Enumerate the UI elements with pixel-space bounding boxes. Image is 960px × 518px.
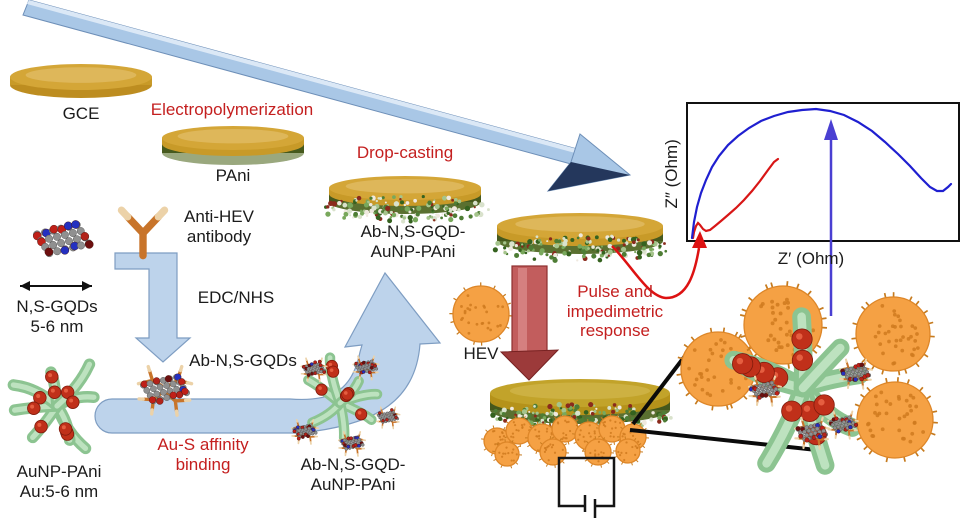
nyquist-y-axis-label: Z″ (Ohm) [662, 139, 682, 209]
antibody-icon [827, 425, 842, 439]
hev-label: HEV [463, 344, 499, 363]
sensor-disc [492, 213, 668, 263]
antibody-label: Anti-HEV antibody [184, 207, 254, 246]
antibody-icon [338, 444, 352, 457]
antibody-icon [305, 419, 320, 431]
antibody-icon [813, 416, 831, 431]
pani-disc [162, 126, 304, 165]
drop-casting-label: Drop-casting [356, 143, 454, 162]
hev-virion [449, 282, 513, 346]
antibody-icon [291, 432, 305, 445]
nyquist-blue-curve [690, 107, 953, 240]
zoomed-hev-complex [676, 281, 938, 475]
gce-label: GCE [62, 104, 100, 123]
nyquist-red-curve [691, 157, 780, 240]
gce-disc [10, 64, 152, 98]
aunp-pani-cluster [7, 358, 100, 455]
antibody-icon [844, 410, 859, 424]
antibody-icon [812, 434, 829, 450]
antibody-icon [352, 444, 366, 457]
antibody-icon [165, 392, 192, 417]
bioconjugate-label: Ab-N,S-GQD- AuNP-PAni [300, 455, 406, 494]
electropolymerization-label: Electropolymerization [150, 100, 314, 119]
antibody-icon [137, 391, 163, 416]
antibody-icon [136, 364, 164, 388]
antibody-icon [352, 431, 367, 443]
gqd-label: N,S-GQDs 5-6 nm [16, 297, 98, 336]
antibody-icon [352, 368, 366, 380]
antibody-icon [827, 410, 842, 424]
antibody-icon [856, 375, 872, 390]
antibody-icon [314, 357, 328, 369]
gqd-sheet [33, 220, 94, 258]
magnifier-lines [629, 350, 827, 453]
antibody-icon [366, 368, 379, 381]
antibody-icon [766, 375, 782, 389]
captured-hev-cluster [481, 413, 649, 469]
antibody-icon [166, 364, 194, 388]
antibody-icon [290, 419, 305, 431]
nyquist-plot-canvas [690, 107, 953, 240]
ab-gqd-label: Ab-N,S-GQDs [189, 351, 297, 370]
gqd-modified-disc [324, 176, 490, 224]
antibody-icon [843, 426, 858, 440]
antibody-icon [839, 374, 855, 390]
aunp-pani-label: AuNP-PAni Au:5-6 nm [16, 462, 102, 501]
size-arrow [20, 281, 92, 291]
antibody-icon [375, 406, 388, 417]
edc-nhs-arrow [114, 252, 192, 363]
antibody-icon [839, 358, 855, 372]
ab-gqd-complex [136, 364, 194, 417]
antibody-icon [352, 355, 366, 367]
antibody-icon [305, 432, 319, 445]
nyquist-x-axis-label: Z′ (Ohm) [777, 249, 845, 268]
pulse-response-label: Pulse and impedimetric response [566, 282, 664, 341]
antibody-icon [857, 358, 873, 372]
antibody-icon [748, 375, 764, 389]
edc-nhs-label: EDC/NHS [197, 288, 275, 307]
detection-disc [490, 379, 673, 430]
modified-electrode-label: Ab-N,S-GQD- AuNP-PAni [360, 222, 466, 261]
antibody-icon [388, 418, 400, 430]
antibody-icon [337, 431, 352, 443]
antibody-icon [793, 416, 811, 431]
antibody-icon [314, 370, 327, 383]
anti-hev-antibody-icon [117, 206, 169, 260]
antibody-icon [375, 418, 388, 429]
excitation-circuit [557, 456, 616, 518]
antibody-icon [765, 392, 781, 407]
antibody-icon [366, 355, 380, 367]
au-s-binding-label: Au-S affinity binding [157, 435, 249, 474]
antibody-icon [748, 391, 764, 407]
antibody-icon [388, 406, 401, 417]
antibody-icon [117, 206, 169, 260]
antibody-icon [794, 433, 811, 450]
nyquist-plot [686, 102, 960, 242]
flow-arrow [22, 0, 632, 192]
bioconjugate-cluster [290, 352, 401, 457]
pani-label: PAni [215, 166, 251, 185]
